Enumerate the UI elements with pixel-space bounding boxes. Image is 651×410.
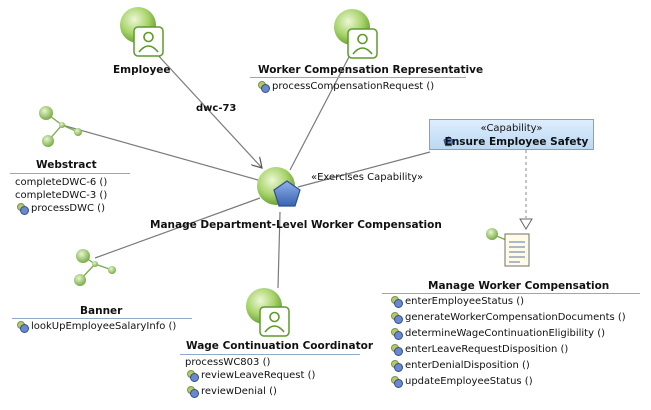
wage-coordinator-operation[interactable]: reviewLeaveRequest () xyxy=(187,370,316,382)
operation-label: determineWageContinuationEligibility () xyxy=(405,328,605,339)
webstract-operation[interactable]: completeDWC-3 () xyxy=(15,190,107,201)
operation-gear-icon xyxy=(187,386,199,398)
realization-arrowhead xyxy=(519,218,533,230)
manage-worker-operation[interactable]: determineWageContinuationEligibility () xyxy=(391,328,605,340)
worker-rep-operation[interactable]: processCompensationRequest () xyxy=(258,81,435,93)
webstract-operation[interactable]: completeDWC-6 () xyxy=(15,177,107,188)
manage-worker-operation[interactable]: generateWorkerCompensationDocuments () xyxy=(391,312,626,324)
operation-label: enterEmployeeStatus () xyxy=(405,296,525,307)
operation-label: enterLeaveRequestDisposition () xyxy=(405,344,569,355)
employee-actor-icon[interactable] xyxy=(120,7,164,57)
worker-rep-label: Worker Compensation Representative xyxy=(258,64,484,76)
banner-divider xyxy=(12,318,192,319)
operation-gear-icon xyxy=(17,321,29,333)
operation-gear-icon xyxy=(391,328,403,340)
operation-gear-icon xyxy=(391,296,403,308)
edge-rep-manage[interactable] xyxy=(289,54,351,171)
operation-label: processDWC () xyxy=(31,203,105,214)
operation-label: processWC803 () xyxy=(185,357,271,368)
exercises-capability-label: «Exercises Capability» xyxy=(311,172,424,183)
wage-coordinator-divider xyxy=(180,354,360,355)
manage-worker-label: Manage Worker Compensation xyxy=(428,280,610,292)
capability-box[interactable]: «Capability» Ensure Employee Safety xyxy=(429,119,594,150)
webstract-system-icon[interactable] xyxy=(39,106,82,147)
wage-coordinator-actor-icon[interactable] xyxy=(246,288,290,337)
operation-label: completeDWC-6 () xyxy=(15,177,108,188)
operation-gear-icon xyxy=(391,344,403,356)
edge-banner-manage[interactable] xyxy=(94,197,261,259)
edge-capability-manage[interactable] xyxy=(297,151,431,188)
employee-edge-label: dwc-73 xyxy=(196,103,237,114)
operation-gear-icon xyxy=(391,360,403,372)
operation-gear-icon xyxy=(187,370,199,382)
operation-gear-icon xyxy=(258,81,270,93)
operation-label: enterDenialDisposition () xyxy=(405,360,530,371)
capability-name: Ensure Employee Safety xyxy=(444,136,589,148)
edge-employee-manage[interactable] xyxy=(154,51,262,168)
webstract-operation[interactable]: processDWC () xyxy=(17,203,105,215)
manage-worker-divider xyxy=(382,293,640,294)
manage-worker-process-icon[interactable] xyxy=(486,228,530,267)
wage-coordinator-operation[interactable]: reviewDenial () xyxy=(187,386,277,398)
worker-rep-actor-icon[interactable] xyxy=(334,9,378,59)
operation-gear-icon xyxy=(391,376,403,388)
operation-gear-icon xyxy=(391,312,403,324)
manage-dept-label: Manage Department-Level Worker Compensat… xyxy=(150,219,442,231)
operation-label: processCompensationRequest () xyxy=(272,81,435,92)
worker-rep-divider xyxy=(250,77,466,78)
webstract-divider xyxy=(10,173,130,174)
wage-coordinator-label: Wage Continuation Coordinator xyxy=(186,340,373,352)
operation-label: updateEmployeeStatus () xyxy=(405,376,533,387)
connectors xyxy=(61,51,431,289)
manage-worker-operation[interactable]: enterEmployeeStatus () xyxy=(391,296,525,308)
manage-dept-process-icon[interactable] xyxy=(257,167,301,207)
operation-label: lookUpEmployeeSalaryInfo () xyxy=(31,321,177,332)
operation-gear-icon xyxy=(17,203,29,215)
banner-label: Banner xyxy=(80,305,123,317)
employee-label: Employee xyxy=(113,64,171,76)
banner-operation[interactable]: lookUpEmployeeSalaryInfo () xyxy=(17,321,177,333)
edge-webstract-manage[interactable] xyxy=(61,124,259,181)
operation-label: generateWorkerCompensationDocuments () xyxy=(405,312,626,323)
edge-wage-manage[interactable] xyxy=(277,211,281,289)
operation-label: completeDWC-3 () xyxy=(15,190,108,201)
wage-coordinator-operation[interactable]: processWC803 () xyxy=(185,357,270,368)
operation-label: reviewLeaveRequest () xyxy=(201,370,316,381)
capability-stereotype: «Capability» xyxy=(480,123,543,134)
manage-worker-operation[interactable]: enterDenialDisposition () xyxy=(391,360,530,372)
capability-pentagon-icon xyxy=(443,136,454,147)
operation-label: reviewDenial () xyxy=(201,386,277,397)
webstract-label: Webstract xyxy=(36,159,97,171)
manage-worker-operation[interactable]: enterLeaveRequestDisposition () xyxy=(391,344,569,356)
banner-system-icon[interactable] xyxy=(74,249,116,286)
manage-worker-operation[interactable]: updateEmployeeStatus () xyxy=(391,376,533,388)
